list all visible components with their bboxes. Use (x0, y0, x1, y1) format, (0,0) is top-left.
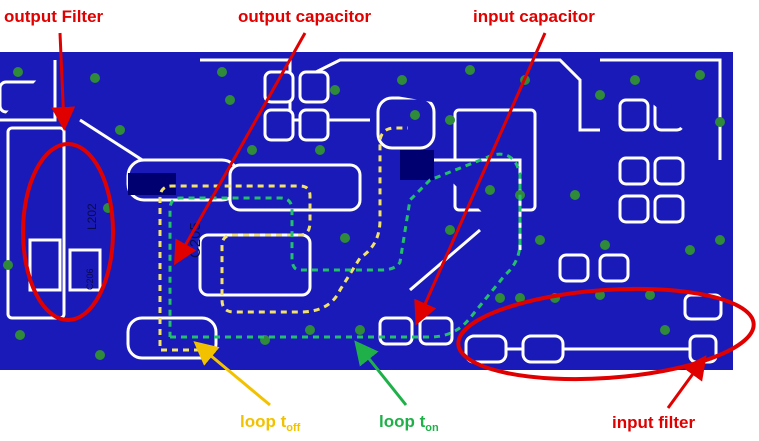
input-filter-arrow (666, 355, 707, 409)
loop-ton-main: loop t (379, 412, 426, 431)
output-capacitor-label: output capacitor (238, 7, 372, 26)
loop-ton-label: loop ton (379, 412, 439, 434)
output-capacitor-arrow (174, 32, 307, 266)
loop-ton-arrow (354, 340, 408, 406)
input-capacitor-label: input capacitor (473, 7, 595, 26)
input-capacitor-arrow (414, 32, 547, 326)
loop-ton-path (168, 152, 522, 339)
input-filter-ellipse (456, 286, 756, 382)
loop-toff-arrow (193, 341, 271, 407)
vias (3, 65, 725, 360)
copper-traces (0, 58, 723, 364)
loop-toff-label: loop toff (240, 412, 300, 434)
output-filter-arrow (51, 32, 76, 131)
pcb-board (0, 52, 733, 370)
l202-designator: L202 (85, 203, 99, 230)
loop-ton-sub: on (425, 422, 439, 434)
loop-toff-sub: off (286, 422, 301, 434)
c206-designator: C206 (85, 268, 95, 290)
output-filter-ellipse (21, 142, 115, 322)
output-filter-label: output Filter (4, 7, 104, 26)
loop-toff-main: loop t (240, 412, 287, 431)
loop-toff-path (158, 126, 408, 352)
input-filter-label: input filter (612, 413, 696, 432)
